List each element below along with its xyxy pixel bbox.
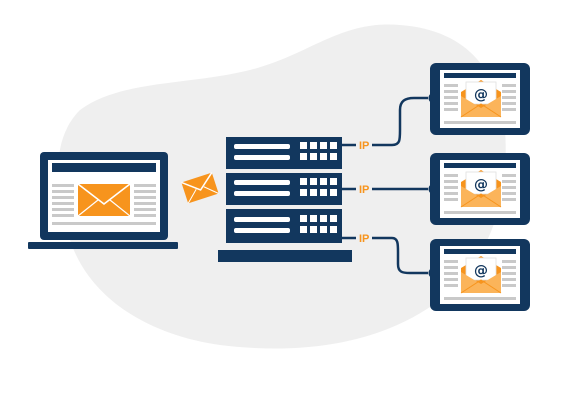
open-envelope-icon: @ bbox=[460, 256, 502, 294]
open-envelope-icon: @ bbox=[460, 80, 502, 118]
open-envelope-icon: @ bbox=[460, 170, 502, 208]
laptop-icon bbox=[28, 152, 178, 249]
at-sign-icon: @ bbox=[474, 87, 488, 103]
at-sign-icon: @ bbox=[474, 263, 488, 279]
server-unit-2 bbox=[226, 173, 342, 205]
server-unit-3 bbox=[226, 209, 342, 243]
ip-label-top: IP bbox=[359, 140, 369, 152]
ip-label-middle: IP bbox=[359, 184, 369, 196]
recipient-tablet-2: @ bbox=[430, 153, 530, 225]
recipient-tablet-3: @ bbox=[430, 239, 530, 311]
connector-bottom bbox=[342, 236, 428, 275]
server-unit-1 bbox=[226, 137, 342, 169]
recipient-tablet-1: @ bbox=[430, 63, 530, 135]
sending-envelope-icon bbox=[181, 172, 219, 204]
connectors bbox=[342, 96, 428, 275]
envelope-icon bbox=[77, 183, 131, 217]
connector-top bbox=[342, 96, 428, 147]
ip-label-bottom: IP bbox=[359, 233, 369, 245]
mail-server-icon bbox=[218, 137, 352, 262]
at-sign-icon: @ bbox=[474, 177, 488, 193]
